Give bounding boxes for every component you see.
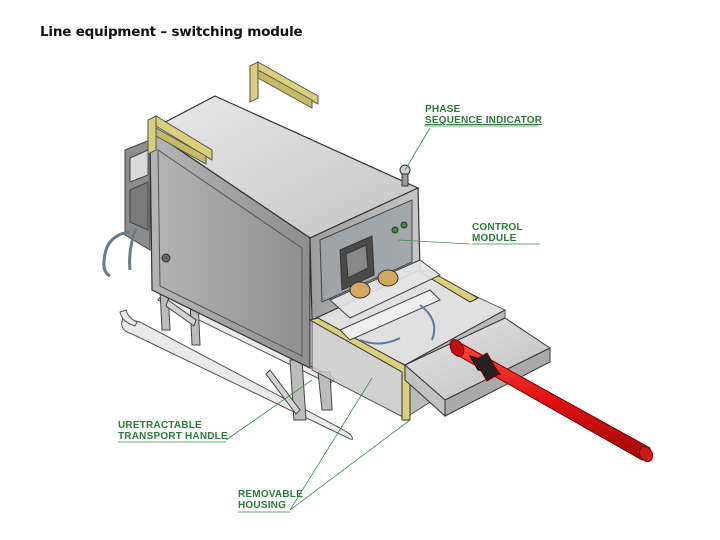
label-control-module: CONTROL MODULE (472, 222, 523, 244)
label-handle-line1: URETRACTABLE (118, 420, 202, 431)
leader-phase (404, 127, 431, 171)
red-earthing-rod (449, 339, 654, 463)
label-transport-handle: URETRACTABLE TRANSPORT HANDLE (118, 420, 228, 442)
label-removable-housing: REMOVABLE HOUSING (238, 489, 303, 511)
front-lifting-handle (147, 115, 213, 165)
leader-control (397, 239, 471, 245)
leader-housing-1 (289, 377, 373, 511)
label-phase-sequence-indicator: PHASE SEQUENCE INDICATOR (425, 104, 542, 126)
label-control-line1: CONTROL (472, 222, 523, 233)
phase-sequence-indicator (399, 164, 411, 187)
label-phase-line1: PHASE (425, 104, 461, 115)
leader-housing-2 (289, 419, 411, 511)
panel-knob (161, 253, 171, 263)
side-cabinet (124, 139, 151, 251)
page-title: Line equipment – switching module (40, 24, 303, 40)
label-housing-line2: HOUSING (238, 500, 287, 511)
leader-lines (118, 125, 540, 513)
label-phase-line2: SEQUENCE INDICATOR (425, 115, 543, 126)
support-legs (159, 289, 333, 421)
label-housing-line1: REMOVABLE (238, 489, 303, 500)
label-control-line2: MODULE (472, 233, 517, 244)
leader-handle (225, 379, 313, 441)
rear-lifting-handle (249, 61, 319, 109)
control-module-window (319, 199, 413, 303)
front-panel-outline (157, 149, 303, 357)
enclosure-front-face (149, 128, 311, 369)
label-handle-line2: TRANSPORT HANDLE (118, 431, 228, 442)
side-cables (102, 227, 138, 278)
